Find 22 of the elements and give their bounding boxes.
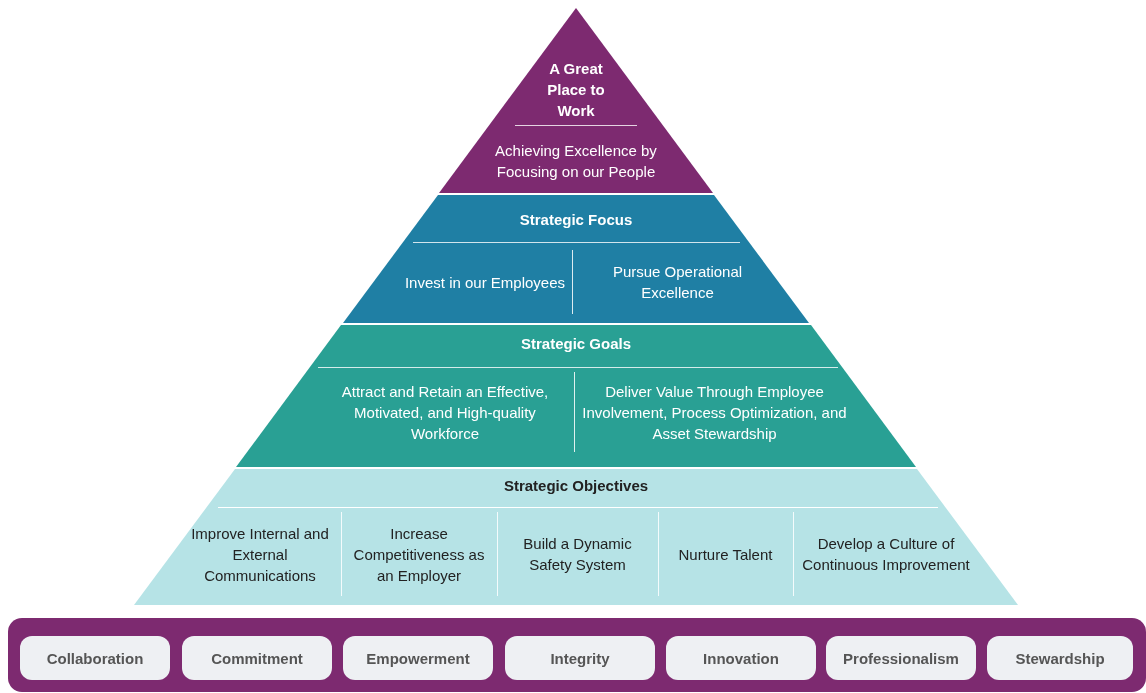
tier-section: Pursue Operational Excellence <box>572 250 782 314</box>
tier-heading: A Great Place to Work <box>546 59 606 121</box>
value-pill: Professionalism <box>826 636 976 680</box>
tier-section: Develop a Culture of Continuous Improvement <box>793 512 978 596</box>
value-pill: Collaboration <box>20 636 170 680</box>
values-bar <box>8 618 1146 692</box>
value-pill: Empowerment <box>343 636 493 680</box>
tier-section: Build a Dynamic Safety System <box>497 512 657 596</box>
tier-heading: Strategic Goals <box>519 334 632 354</box>
tier-description: Achieving Excellence by Focusing on our People <box>494 141 658 182</box>
tier-section: Attract and Retain an Effective, Motivated, and High-quality Workforce <box>318 372 572 452</box>
value-pill: Innovation <box>666 636 816 680</box>
tier-section: Invest in our Employees <box>400 250 570 314</box>
value-pill: Commitment <box>182 636 332 680</box>
value-pill: Stewardship <box>987 636 1133 680</box>
tier-section: Increase Competitiveness as an Employer <box>341 512 496 596</box>
tier-heading: Strategic Objectives <box>502 476 650 496</box>
tier-section: Improve Internal and External Communications <box>180 512 340 596</box>
value-pill: Integrity <box>505 636 655 680</box>
tier-section: Deliver Value Through Employee Involvement, Process Optimization, and Asset Stewardship <box>574 372 854 452</box>
tier-section: Nurture Talent <box>658 512 792 596</box>
tier-heading: Strategic Focus <box>518 210 634 230</box>
